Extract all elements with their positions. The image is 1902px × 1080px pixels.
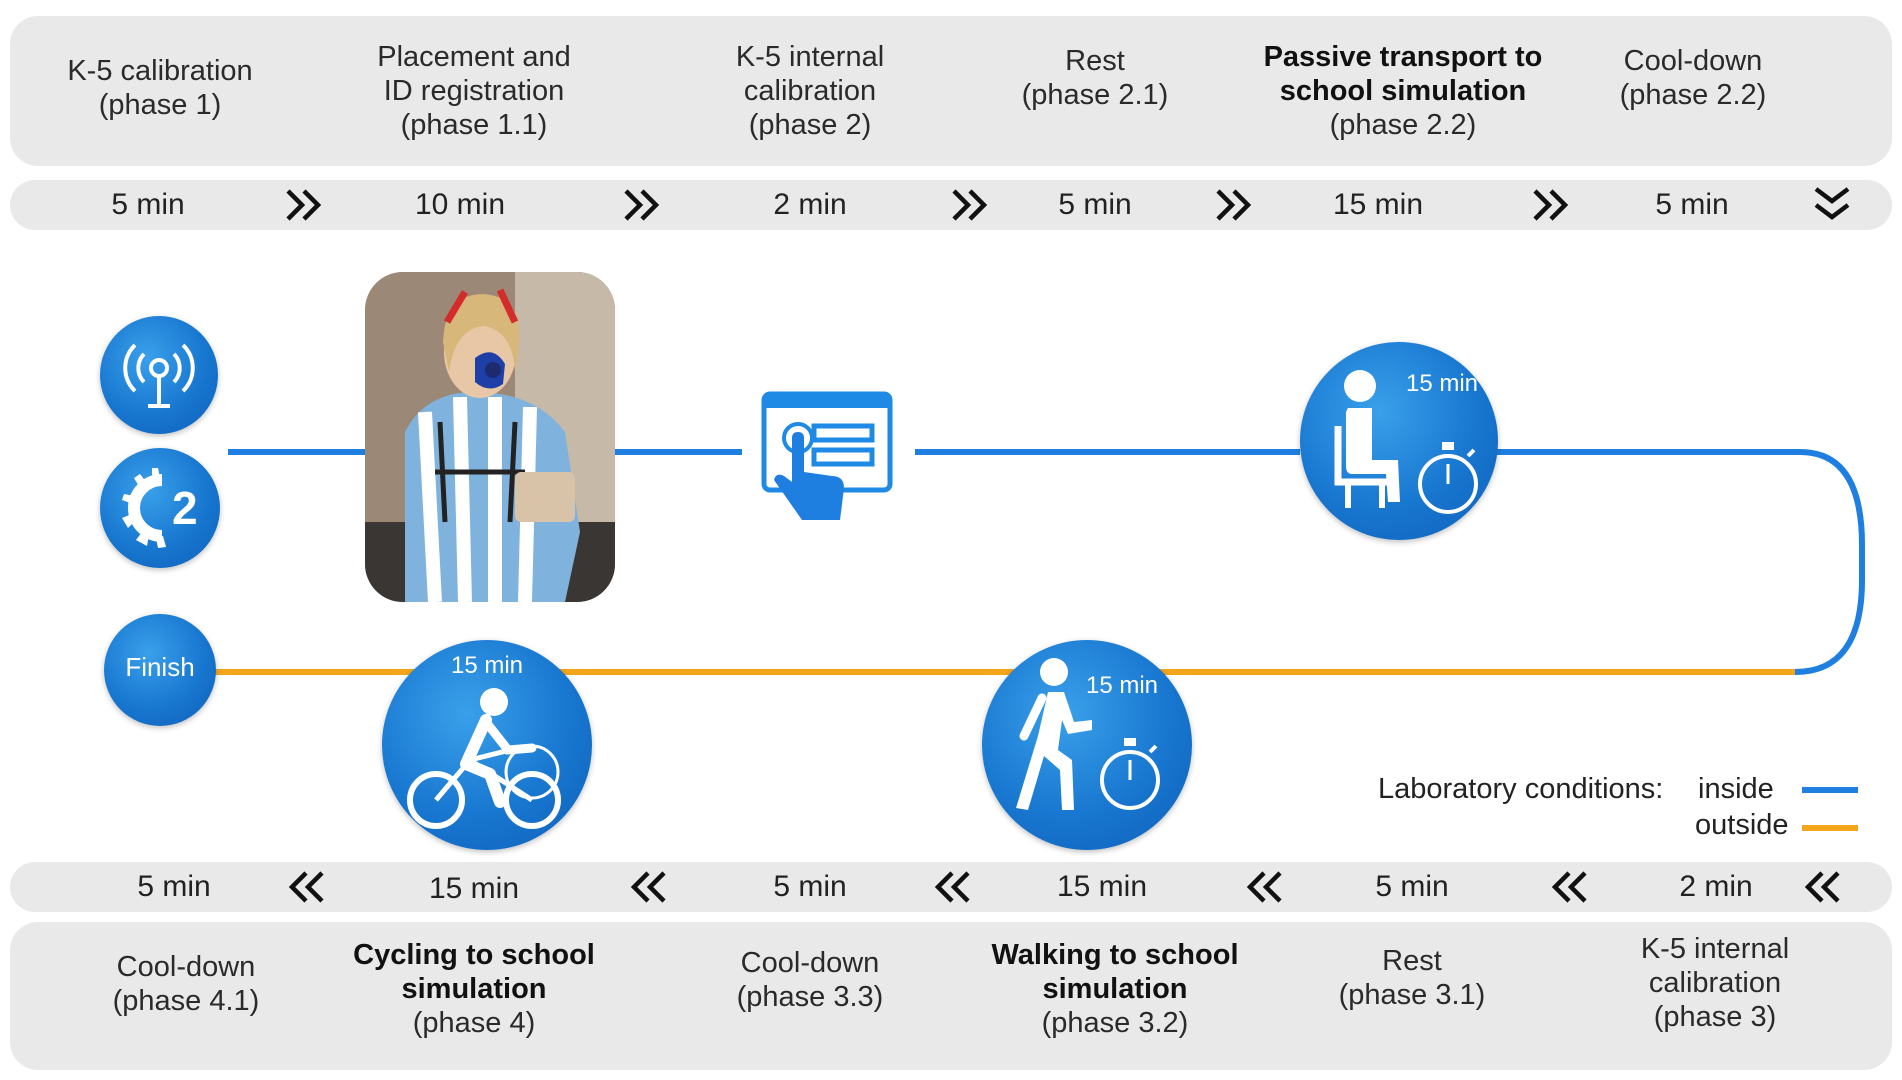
bottom-duration-3: 5 min [773, 870, 847, 903]
finish-label: Finish [125, 652, 195, 682]
gear-2-circle: 2 [100, 448, 220, 568]
chevron-left-double-icon [282, 867, 330, 907]
top-phase-1: K-5 calibration(phase 1) [67, 55, 253, 121]
gear-2-icon: 2 [122, 468, 198, 548]
passive-transport-circle: 15 min [1300, 342, 1498, 540]
top-phase-4: Rest(phase 2.1) [1021, 45, 1169, 111]
bottom-duration-1: 5 min [137, 870, 211, 903]
stopwatch-icon [1100, 738, 1160, 810]
bottom-duration-6: 2 min [1679, 870, 1753, 903]
chevron-right-double-icon [946, 185, 994, 225]
stopwatch-icon [1418, 442, 1478, 514]
bottom-phase-1: Cool-down(phase 4.1) [112, 951, 260, 1017]
chevron-right-double-icon [1527, 185, 1575, 225]
antenna-circle [100, 316, 218, 434]
top-duration-1: 5 min [111, 188, 185, 221]
chevron-left-double-icon [1545, 867, 1593, 907]
touch-screen-icon [761, 391, 893, 520]
walking-person-icon [1016, 658, 1092, 810]
bottom-phase-band [10, 922, 1892, 1070]
bottom-phase-5: Rest(phase 3.1) [1338, 945, 1486, 1011]
legend-inside-label: inside [1698, 773, 1774, 805]
cycling-circle: 15 min [382, 640, 592, 850]
top-duration-4: 5 min [1058, 188, 1132, 221]
walking-duration: 15 min [1085, 672, 1159, 699]
bottom-phase-3: Cool-down(phase 3.3) [736, 947, 884, 1013]
antenna-icon [123, 343, 195, 408]
chevron-right-double-icon [280, 185, 328, 225]
chevron-left-double-icon [624, 867, 672, 907]
cyclist-icon [407, 688, 561, 829]
walking-circle: 15 min [982, 640, 1192, 850]
top-duration-2: 10 min [414, 188, 506, 221]
participant-photo [365, 272, 615, 602]
legend-outside-label: outside [1695, 809, 1789, 841]
chevron-down-double-icon [1808, 185, 1856, 225]
chevron-right-double-icon [1210, 185, 1258, 225]
sitting-person-icon [1334, 370, 1400, 508]
top-phase-band [10, 16, 1892, 166]
finish-circle [104, 614, 216, 726]
chevron-left-double-icon [1798, 867, 1846, 907]
chevron-right-double-icon [618, 185, 666, 225]
top-duration-5: 15 min [1332, 188, 1424, 221]
chevron-left-double-icon [928, 867, 976, 907]
inside-path-curve [1495, 449, 1865, 675]
bottom-duration-4: 15 min [1056, 870, 1148, 903]
bottom-duration-5: 5 min [1375, 870, 1449, 903]
sitting-duration: 15 min [1405, 370, 1479, 397]
bottom-duration-2: 15 min [428, 872, 520, 905]
top-duration-band [10, 180, 1892, 230]
chevron-left-double-icon [1240, 867, 1288, 907]
legend-title: Laboratory conditions: [1378, 773, 1664, 805]
cycling-duration: 15 min [450, 652, 524, 679]
top-phase-6: Cool-down(phase 2.2) [1619, 45, 1767, 111]
svg-text:2: 2 [172, 482, 198, 534]
top-duration-6: 5 min [1655, 188, 1729, 221]
top-duration-3: 2 min [773, 188, 847, 221]
